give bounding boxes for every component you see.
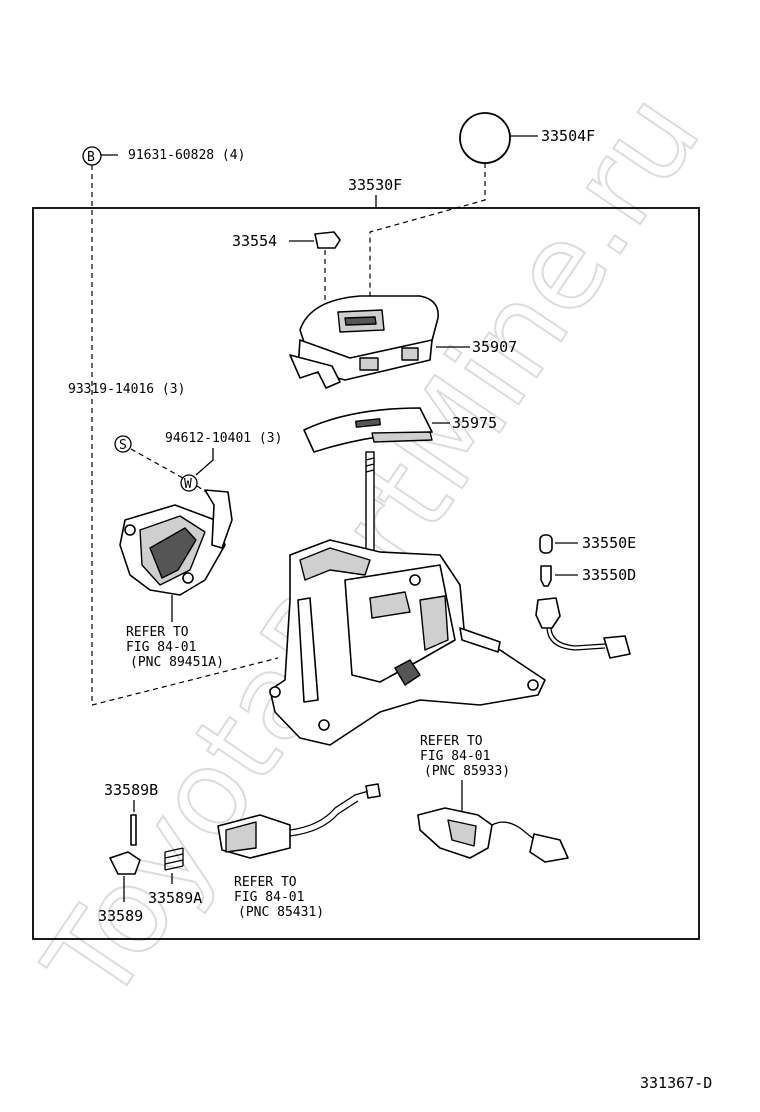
washer-leader <box>195 448 214 476</box>
ref-switch-line1: REFER TO <box>420 734 483 749</box>
bulb-socket-harness-icon[interactable] <box>535 597 631 659</box>
ref-solenoid-line3: (PNC 85431) <box>238 905 324 920</box>
label-screw[interactable]: 93319-14016 (3) <box>68 382 185 397</box>
label-bolt[interactable]: 91631-60828 (4) <box>128 148 245 163</box>
ref-switch-line3: (PNC 85933) <box>424 764 510 779</box>
pin-icon[interactable] <box>130 814 137 846</box>
label-pin[interactable]: 33589B <box>104 781 158 799</box>
position-switch-icon[interactable] <box>119 489 233 596</box>
shift-lock-solenoid-icon[interactable] <box>217 783 381 859</box>
screw-dash <box>130 448 191 483</box>
screw-badge-icon <box>114 435 132 453</box>
bulb-icon[interactable] <box>540 565 552 587</box>
shift-lever-shaft-icon <box>365 451 375 563</box>
screw-badge: S <box>119 438 127 453</box>
label-button[interactable]: 33554 <box>232 232 277 250</box>
label-washer[interactable]: 94612-10401 (3) <box>165 431 282 446</box>
ref-solenoid-line1: REFER TO <box>234 875 297 890</box>
ref-left-line2: FIG 84-01 <box>126 640 196 655</box>
label-bulb[interactable]: 33550D <box>582 566 636 584</box>
ref-left-line1: REFER TO <box>126 625 189 640</box>
shift-knob-dash <box>369 163 486 320</box>
bolt-badge: B <box>87 150 95 165</box>
ref-solenoid-line2: FIG 84-01 <box>234 890 304 905</box>
label-slide-cover[interactable]: 35975 <box>452 414 497 432</box>
label-shift-knob[interactable]: 33504F <box>541 127 595 145</box>
label-indicator-housing[interactable]: 35907 <box>472 338 517 356</box>
label-assembly[interactable]: 33530F <box>348 176 402 194</box>
button-icon[interactable] <box>314 231 341 249</box>
washer-badge-icon <box>180 474 198 492</box>
washer-badge: W <box>184 477 192 492</box>
shift-lever-base-icon[interactable] <box>269 539 546 746</box>
bulb-cap-icon[interactable] <box>539 534 553 554</box>
indicator-housing-icon[interactable] <box>289 295 439 389</box>
diagram-code: 331367-D <box>640 1074 712 1092</box>
ref-left-line3: (PNC 89451A) <box>130 655 224 670</box>
label-bulb-cap[interactable]: 33550E <box>582 534 636 552</box>
ref-switch-line2: FIG 84-01 <box>420 749 490 764</box>
label-spring[interactable]: 33589A <box>148 889 202 907</box>
assembly-frame <box>32 207 700 940</box>
spring-icon[interactable] <box>164 847 184 871</box>
label-lever[interactable]: 33589 <box>98 907 143 925</box>
bolt-dash <box>91 165 279 706</box>
slide-cover-icon[interactable] <box>303 407 433 453</box>
shift-knob-icon[interactable] <box>459 112 511 164</box>
lever-icon[interactable] <box>109 851 141 875</box>
shift-lock-switch-icon[interactable] <box>417 807 569 863</box>
